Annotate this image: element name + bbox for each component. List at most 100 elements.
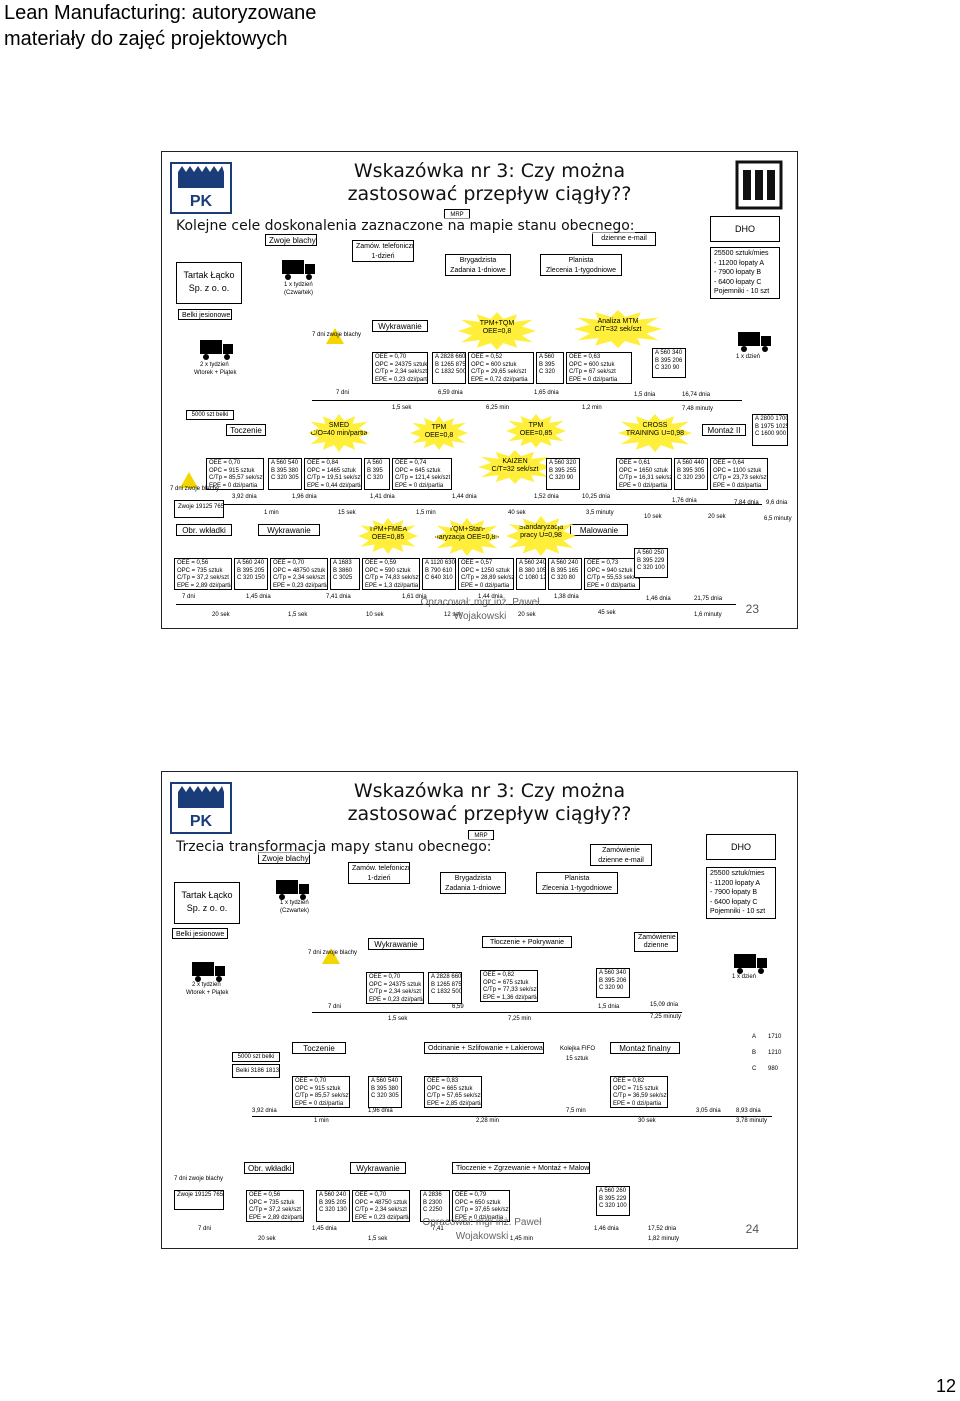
svg-text:PK: PK [190, 813, 213, 830]
process-stamping-2: Wykrawanie [350, 1162, 406, 1174]
supplier-box: Tartak Łącko Sp. z o. o. [174, 882, 240, 924]
process-turning: Toczenie [292, 1042, 346, 1054]
beams-label: Belki jesionowe [172, 928, 228, 939]
customer-data: 25500 sztuk/mies - 11200 łopaty A - 7900… [706, 867, 776, 919]
timeline-value: 6,59 dnia [438, 390, 463, 396]
timeline-value: 1,61 dnia [402, 594, 427, 600]
fifo-lane: Kolejka FIFO [560, 1046, 596, 1052]
kaizen-text: TRAINING U=0,98 [625, 430, 685, 437]
kaizen-text: SMED [328, 422, 350, 429]
customer-data-row: - 11200 łopaty A [710, 879, 761, 887]
planner-box: Planista Zlecenia 1-tygodniowe [536, 872, 618, 894]
tue-fri-delivery: Wtorek + Piątek [194, 370, 237, 376]
kaizen-text: TPM [528, 422, 544, 429]
timeline-line [312, 1012, 682, 1013]
timeline-value: 7 dni [182, 594, 196, 600]
kaizen-text: OEE=0,85 [371, 534, 405, 541]
process-stamping-2: Wykrawanie [258, 524, 320, 536]
right-item-a: A [752, 1034, 757, 1040]
kaizen-text: TQM+Stan- [448, 526, 486, 533]
truck-icon [192, 962, 225, 982]
timeline-value: 7,84 dnia [734, 500, 759, 506]
timeline-value: 7,5 min [566, 1108, 586, 1114]
timeline-value: 1,96 dnia [292, 494, 317, 500]
truck-icon [282, 260, 315, 280]
right-value-b: 1210 [768, 1050, 782, 1056]
timeline-value: 12 sek [444, 612, 462, 618]
timeline-value: 3,92 dnia [252, 1108, 277, 1114]
timeline-value: 1,41 dnia [370, 494, 395, 500]
timeline-value: 1,5 dnia [598, 1004, 620, 1010]
timeline-value: 1,82 minuty [648, 1236, 680, 1242]
tue-fri-delivery: Wtorek + Piątek [186, 990, 229, 996]
timeline-value: 2,28 min [476, 1118, 500, 1124]
kaizen-text: OEE=0,8 [482, 328, 512, 335]
twice-week-delivery: 2 x tydzień [192, 982, 221, 988]
kaizen-text: TPM [431, 424, 447, 431]
foreman-box: Brygadzista Zadania 1-dniowe [445, 254, 511, 276]
timeline-value: 6,5 minuty [764, 516, 792, 522]
page-number: 12 [935, 1376, 956, 1396]
timeline-value: 1,65 dnia [534, 390, 559, 396]
right-item-b: B [752, 1050, 757, 1056]
daily-order: Zamówienie dzienne [634, 932, 678, 952]
timeline-value: 1,5 sek [288, 612, 308, 618]
beam-stock-data: Belki 3186 1813 [232, 1064, 280, 1078]
timeline-value: 3,5 minuty [586, 510, 614, 516]
slide-credit: Opracował: mgr inż. Paweł Wojakowski [400, 596, 560, 624]
timeline-value: 7,25 min [508, 1016, 532, 1022]
timeline-value: 7 dni [336, 390, 350, 396]
timeline-value: 7,48 minuty [682, 406, 714, 412]
order-phone-days: 1-dzień [367, 875, 391, 882]
timeline-value: 7 dni [328, 1004, 342, 1010]
svg-text:PK: PK [190, 193, 213, 210]
slide-title: Wskazówka nr 3: Czy można zastosować prz… [262, 780, 717, 826]
beam-stock: 5000 szt belki [232, 1052, 280, 1062]
process-painting: Malowanie [570, 524, 628, 536]
credit-line2: Wojakowski [455, 1231, 509, 1242]
timeline-value: 10 sek [366, 612, 384, 618]
timeline-value: 1,45 dnia [246, 594, 271, 600]
inventory-triangle-icon [180, 472, 198, 488]
timeline-value: 1,96 dnia [368, 1108, 393, 1114]
timeline-value: 16,74 dnia [682, 392, 711, 398]
supply-coils: Zwoje blachy [265, 234, 317, 246]
slide-subtitle: Trzecia transformacja mapy stanu obecneg… [176, 839, 492, 855]
process-stamping: Wykrawanie [372, 320, 428, 332]
beam-stock: 5000 szt belki [186, 410, 234, 420]
slide-credit: Opracował: mgr inż. Paweł Wojakowski [402, 1216, 562, 1244]
process-data-box: Zwoje 19125 7650 [174, 1190, 224, 1210]
timeline-value: 20 sek [258, 1236, 276, 1242]
process-final-assembly: Montaż finalny [610, 1042, 680, 1054]
customer-data-row: - 6400 łopaty C [710, 898, 758, 906]
timeline-value: 6,59 [452, 1004, 464, 1010]
order-phone-days: 1-dzień [371, 253, 395, 260]
truck-icon [200, 340, 233, 360]
order-phone: Zamów. telefoniczne 1-dzień [348, 862, 410, 884]
process-combo: Tłoczenie + Zgrzewanie + Montaż + Malowa… [452, 1162, 590, 1174]
